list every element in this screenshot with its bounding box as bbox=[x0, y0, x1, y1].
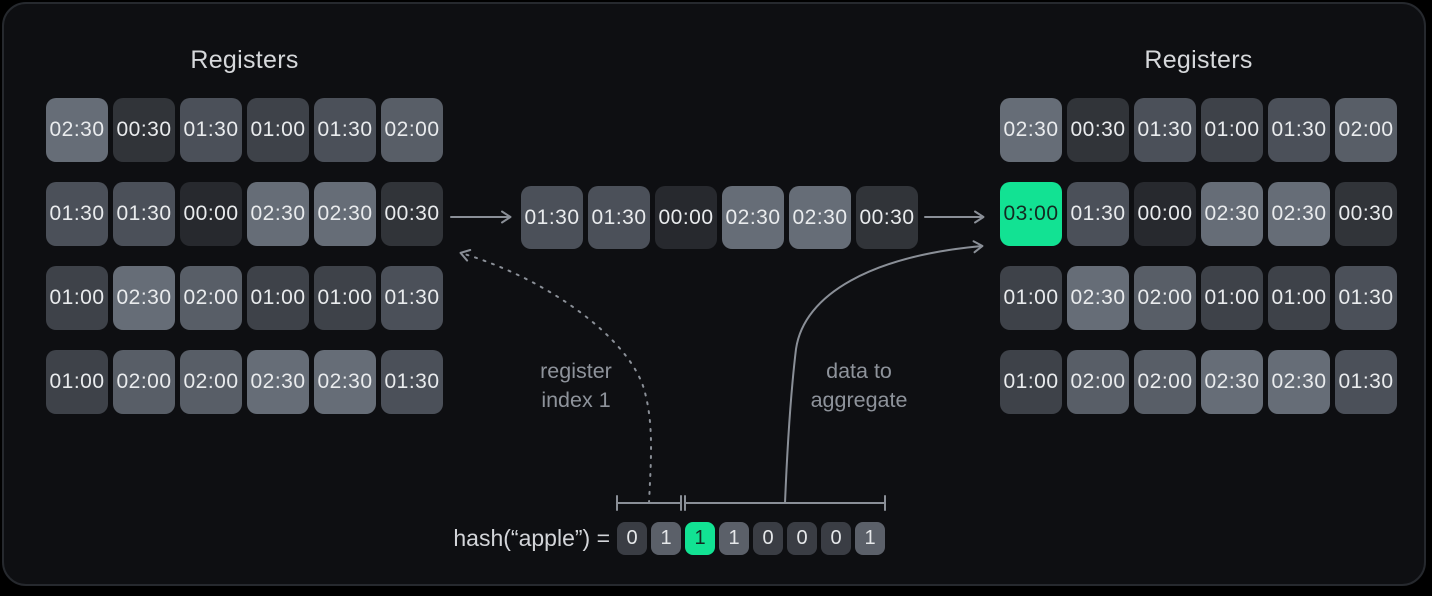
register-cell: 00:00 bbox=[655, 186, 717, 249]
hash-bit: 0 bbox=[617, 522, 647, 555]
register-cell: 01:30 bbox=[113, 182, 175, 246]
register-cell: 01:00 bbox=[1000, 350, 1062, 414]
register-cell: 02:30 bbox=[722, 186, 784, 249]
register-cell: 00:00 bbox=[180, 182, 242, 246]
register-cell: 00:30 bbox=[1335, 182, 1397, 246]
register-cell: 01:30 bbox=[1268, 98, 1330, 162]
register-cell: 02:30 bbox=[247, 182, 309, 246]
register-cell: 02:00 bbox=[1067, 350, 1129, 414]
register-cell: 01:30 bbox=[180, 98, 242, 162]
register-cell: 02:00 bbox=[381, 98, 443, 162]
register-cell: 00:30 bbox=[1067, 98, 1129, 162]
register-cell: 02:00 bbox=[113, 350, 175, 414]
register-cell: 01:30 bbox=[1335, 350, 1397, 414]
hash-expression-label: hash(“apple”) = bbox=[453, 524, 610, 551]
data-aggregate-label-line1: data to bbox=[826, 359, 892, 383]
hash-bit: 0 bbox=[821, 522, 851, 555]
register-cell: 02:30 bbox=[789, 186, 851, 249]
bracket-data-bits bbox=[684, 495, 886, 511]
register-cell: 02:00 bbox=[180, 266, 242, 330]
register-cell: 00:30 bbox=[856, 186, 918, 249]
register-cell: 01:00 bbox=[1201, 266, 1263, 330]
register-cell: 01:00 bbox=[46, 350, 108, 414]
register-cell: 01:00 bbox=[1268, 266, 1330, 330]
register-cell: 02:30 bbox=[1201, 350, 1263, 414]
register-cell: 02:30 bbox=[314, 182, 376, 246]
register-cell: 00:00 bbox=[1134, 182, 1196, 246]
hash-bit: 1 bbox=[855, 522, 885, 555]
register-index-label: register index 1 bbox=[466, 357, 686, 415]
register-cell-highlighted: 03:00 bbox=[1000, 182, 1062, 246]
register-index-label-line2: index 1 bbox=[541, 388, 611, 412]
register-cell: 02:30 bbox=[247, 350, 309, 414]
register-cell: 01:30 bbox=[381, 266, 443, 330]
register-cell: 02:30 bbox=[46, 98, 108, 162]
register-cell: 01:00 bbox=[314, 266, 376, 330]
register-cell: 01:30 bbox=[1134, 98, 1196, 162]
register-cell: 01:30 bbox=[314, 98, 376, 162]
data-aggregate-label: data to aggregate bbox=[749, 357, 969, 415]
left-registers-title: Registers bbox=[190, 46, 299, 74]
register-cell: 02:30 bbox=[1000, 98, 1062, 162]
register-cell: 02:30 bbox=[1268, 350, 1330, 414]
register-cell: 01:30 bbox=[588, 186, 650, 249]
register-cell: 02:00 bbox=[1335, 98, 1397, 162]
register-cell: 02:00 bbox=[1134, 350, 1196, 414]
register-cell: 00:30 bbox=[113, 98, 175, 162]
register-cell: 01:30 bbox=[46, 182, 108, 246]
register-cell: 02:30 bbox=[1201, 182, 1263, 246]
register-cell: 01:00 bbox=[1000, 266, 1062, 330]
data-aggregate-label-line2: aggregate bbox=[810, 388, 908, 412]
right-registers-title: Registers bbox=[1144, 46, 1253, 74]
register-cell: 01:30 bbox=[381, 350, 443, 414]
register-cell: 01:00 bbox=[247, 98, 309, 162]
register-cell: 01:00 bbox=[1201, 98, 1263, 162]
register-cell: 02:30 bbox=[314, 350, 376, 414]
register-cell: 02:00 bbox=[180, 350, 242, 414]
register-cell: 01:30 bbox=[1067, 182, 1129, 246]
register-cell: 01:30 bbox=[1335, 266, 1397, 330]
hash-bit-highlighted: 1 bbox=[685, 522, 715, 555]
register-cell: 01:00 bbox=[46, 266, 108, 330]
register-cell: 00:30 bbox=[381, 182, 443, 246]
register-cell: 02:30 bbox=[113, 266, 175, 330]
register-cell: 02:00 bbox=[1134, 266, 1196, 330]
bracket-index-bits bbox=[616, 495, 682, 511]
hash-bit: 0 bbox=[753, 522, 783, 555]
register-cell: 02:30 bbox=[1268, 182, 1330, 246]
register-cell: 02:30 bbox=[1067, 266, 1129, 330]
hash-bit: 1 bbox=[719, 522, 749, 555]
register-index-label-line1: register bbox=[540, 359, 612, 383]
register-cell: 01:30 bbox=[521, 186, 583, 249]
register-cell: 01:00 bbox=[247, 266, 309, 330]
hash-bit: 0 bbox=[787, 522, 817, 555]
hash-bit: 1 bbox=[651, 522, 681, 555]
